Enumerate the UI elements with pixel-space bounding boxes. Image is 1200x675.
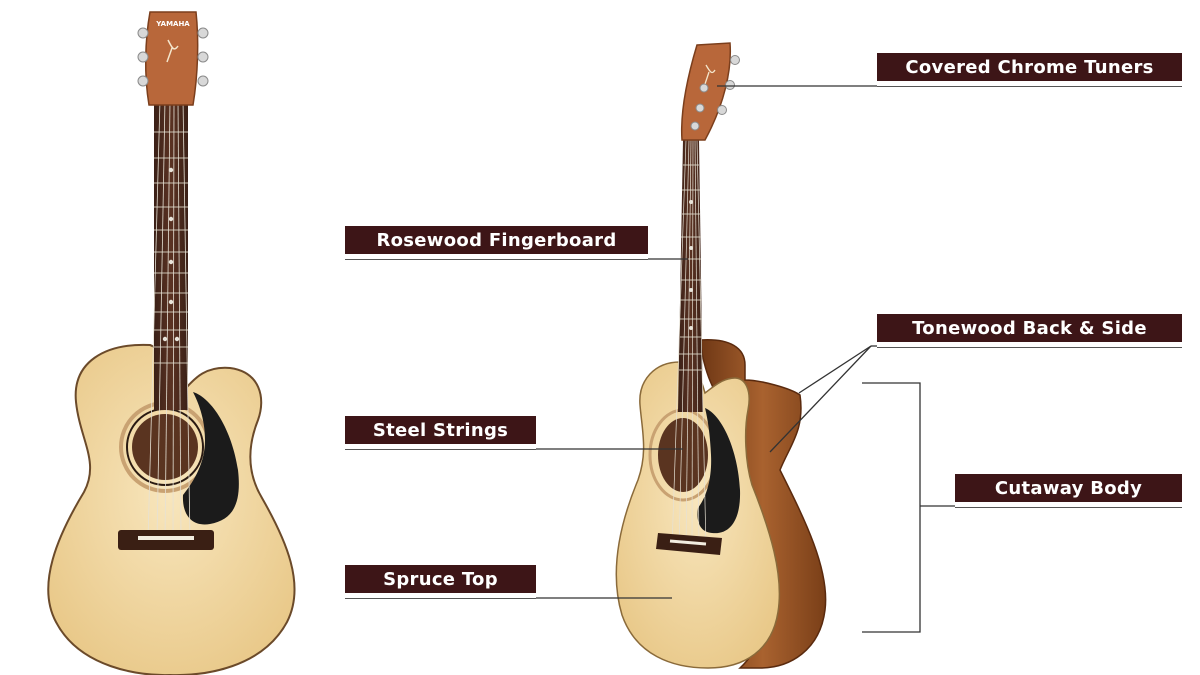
front-fingerboard xyxy=(154,105,188,410)
label-steel-strings: Steel Strings xyxy=(345,416,536,450)
front-pickguard xyxy=(182,392,239,525)
label-tonewood-back-side: Tonewood Back & Side xyxy=(877,314,1182,348)
front-soundhole xyxy=(132,414,198,480)
front-guitar-body xyxy=(47,343,296,675)
front-guitar: YAMAHA xyxy=(47,11,296,675)
chrome-tuner-icon xyxy=(137,27,209,87)
label-covered-chrome-tuners: Covered Chrome Tuners xyxy=(877,53,1182,87)
label-rosewood-fingerboard: Rosewood Fingerboard xyxy=(345,226,648,260)
angled-pickguard xyxy=(697,408,741,534)
angled-guitar xyxy=(615,42,827,669)
label-spruce-top: Spruce Top xyxy=(345,565,536,599)
front-headstock xyxy=(145,11,199,106)
label-cutaway-body: Cutaway Body xyxy=(955,474,1182,508)
front-brand-text: YAMAHA xyxy=(155,20,190,28)
angled-soundhole xyxy=(658,418,708,492)
callout-lines xyxy=(536,85,955,633)
tuning-fork-logo-icon xyxy=(166,39,179,63)
